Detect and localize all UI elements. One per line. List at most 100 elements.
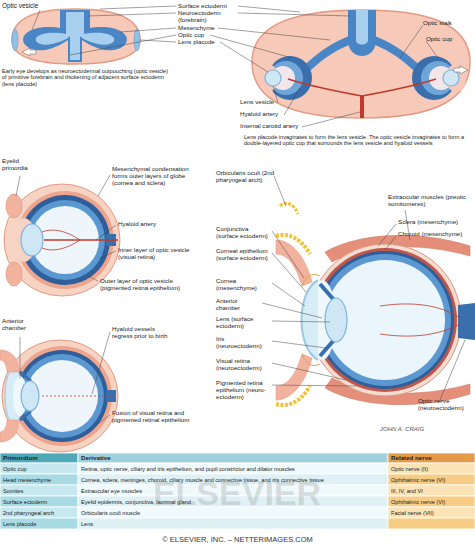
late-fetal-eye	[40, 396, 112, 397]
mature-eye	[276, 386, 310, 405]
mature-eye	[325, 298, 347, 342]
leader-lines	[272, 283, 305, 306]
eyelid-primordia-stage	[44, 239, 118, 241]
eyelid-primordia-stage	[42, 240, 80, 250]
leader-lines	[272, 385, 356, 386]
table-cell-background	[388, 496, 475, 507]
table-cell: Optic nerve (II)	[391, 466, 473, 472]
table-header: Related nerve	[391, 455, 473, 462]
table-cell-background	[388, 485, 475, 496]
optic-vesicle-stage	[12, 29, 18, 51]
eyelid-primordia-stage	[42, 230, 80, 240]
leader-lines	[385, 236, 396, 250]
part-label: Choroid (mesenchyme)	[398, 231, 474, 238]
leader-lines	[100, 251, 116, 258]
mature-eye	[309, 244, 461, 396]
leader-lines	[272, 253, 306, 292]
part-label: Outer layer of optic vesicle (pigmented …	[100, 278, 188, 292]
table-cell: Ophthalmic nerve (VI)	[391, 477, 473, 483]
leader-lines	[440, 340, 465, 400]
part-label: Mesenchymal condensation forms outer lay…	[112, 166, 192, 187]
table-cell-background	[0, 518, 78, 529]
mature-eye	[320, 284, 334, 300]
part-label: Optic nerve (neuroectoderm)	[418, 398, 474, 412]
part-label: Conjunctiva (surface ectoderm)	[216, 226, 271, 240]
optic-cup-stage	[374, 40, 419, 70]
table-cell-background	[0, 474, 78, 485]
leader-lines	[272, 321, 330, 322]
leader-lines	[378, 224, 396, 246]
table-header-cell	[0, 453, 78, 463]
mature-eye	[280, 203, 298, 214]
table-cell-background	[388, 463, 475, 474]
part-label: Internal carotid artery	[240, 123, 310, 130]
part-label: Hyaloid artery	[118, 221, 178, 228]
optic-vesicle-stage	[12, 9, 140, 64]
optic-cup-stage	[348, 10, 376, 56]
leader-lines	[272, 231, 304, 278]
table-cell-background	[78, 518, 388, 529]
table-cell-background	[0, 496, 78, 507]
optic-cup-stage	[305, 40, 350, 70]
part-label: Optic vesicle	[2, 2, 57, 9]
table-cell-background	[388, 507, 475, 518]
part-label: Optic stalk	[423, 20, 475, 27]
optic-cup-stage	[360, 96, 364, 118]
leader-lines	[88, 13, 176, 16]
leader-lines	[96, 225, 116, 240]
table-cell-background	[78, 463, 388, 474]
eyelid-primordia-stage	[21, 224, 43, 256]
mature-eye	[325, 260, 445, 380]
leader-lines	[284, 88, 300, 115]
eyelid-primordia-stage	[6, 262, 22, 286]
late-fetal-eye	[0, 420, 18, 442]
leader-lines	[274, 176, 286, 206]
mature-eye	[302, 274, 320, 286]
part-label: Corneal epithelium (surface ectoderm)	[216, 248, 271, 262]
part-label: Pigmented retina epithelium (neuro-ectod…	[216, 380, 274, 401]
table-header-cell	[388, 453, 475, 463]
part-label: Surface ectoderm	[178, 3, 248, 10]
mature-eye	[302, 280, 319, 360]
part-label: Sclera (mesenchyme)	[398, 219, 474, 226]
leader-lines	[100, 6, 176, 9]
table-cell: Ophthalmic nerve (VI)	[391, 499, 473, 505]
signature: JOHN A. CRAIG	[380, 426, 470, 433]
late-fetal-eye	[21, 381, 39, 411]
mature-eye	[316, 251, 454, 389]
leader-lines	[140, 40, 176, 42]
table-header: Derivative	[81, 455, 386, 462]
leader-lines	[88, 276, 98, 281]
table-cell-background	[0, 463, 78, 474]
late-fetal-eye	[12, 346, 112, 446]
mature-eye	[458, 303, 475, 340]
leader-lines	[98, 175, 110, 196]
part-label: Anterior chamber	[216, 298, 261, 312]
optic-cup-stage	[252, 10, 470, 118]
table-cell: Head mesenchyme	[3, 477, 76, 483]
mature-eye	[313, 248, 457, 392]
leader-lines	[272, 341, 326, 348]
leader-lines	[272, 363, 346, 380]
leader-lines	[218, 28, 330, 40]
eyelid-primordia-stage	[6, 194, 22, 218]
late-fetal-eye	[20, 411, 31, 420]
part-label: Mesenchyme	[178, 25, 238, 32]
leader-lines	[262, 303, 322, 318]
part-label: Cornea (mesenchyme)	[216, 278, 271, 292]
table-header: Primordium	[3, 455, 76, 462]
optic-vesicle-stage	[134, 29, 140, 51]
leader-lines	[16, 176, 20, 196]
part-label: Lens (surface ectoderm)	[216, 316, 271, 330]
part-label: Extraocular muscles (preotic somitomeres…	[388, 194, 474, 208]
table-cell: III, IV, and VI	[391, 488, 473, 494]
part-label: Neuroectoderm (forebrain)	[178, 10, 230, 24]
mature-eye	[380, 304, 460, 318]
leader-lines	[220, 42, 268, 72]
mature-eye	[319, 254, 451, 386]
part-label: Iris (neuroectoderm)	[216, 336, 271, 350]
mature-eye	[276, 203, 475, 405]
leader-lines	[426, 41, 438, 58]
optic-cup-stage	[443, 70, 459, 86]
